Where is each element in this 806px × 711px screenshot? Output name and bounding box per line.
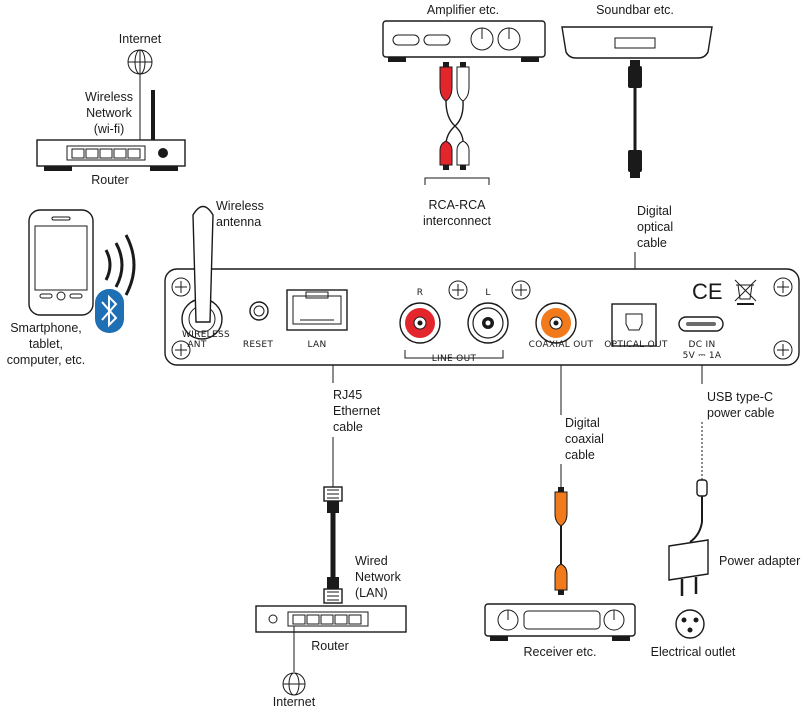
optical-cable bbox=[628, 60, 642, 178]
optical-port bbox=[611, 303, 657, 347]
panel-label-lan: LAN bbox=[307, 340, 326, 350]
rj45-label-line3: cable bbox=[333, 420, 363, 434]
electrical-outlet bbox=[675, 609, 705, 639]
panel-label-dc-in: DC IN bbox=[689, 340, 716, 350]
receiver-label: Receiver etc. bbox=[524, 645, 597, 659]
router-bottom-label: Router bbox=[311, 639, 349, 653]
screw-bottom-right bbox=[773, 340, 793, 360]
bluetooth-icon bbox=[95, 289, 124, 333]
screw-bottom-left bbox=[171, 340, 191, 360]
receiver-device bbox=[484, 603, 636, 641]
rj45-label-line1: RJ45 bbox=[333, 388, 362, 402]
panel-label-reset: RESET bbox=[243, 340, 274, 350]
coaxial-jack bbox=[535, 302, 577, 344]
amplifier-device bbox=[382, 20, 546, 62]
optical-label-line3: cable bbox=[637, 236, 667, 250]
router-top-label: Router bbox=[91, 173, 129, 187]
screw-mid-1 bbox=[448, 280, 468, 300]
optical-label-line2: optical bbox=[637, 220, 673, 234]
smartphone-label-line2: tablet, bbox=[29, 337, 63, 351]
lan-port bbox=[286, 289, 348, 331]
coax-label-line1: Digital bbox=[565, 416, 600, 430]
usb-label-line1: USB type-C bbox=[707, 390, 773, 404]
power-adapter bbox=[668, 539, 709, 596]
wifi-router-top bbox=[36, 90, 186, 171]
wired-label-line1: Wired bbox=[355, 554, 388, 568]
internet-top-label: Internet bbox=[119, 32, 162, 46]
usb-c-power-cable bbox=[689, 479, 708, 543]
panel-label-l: L bbox=[485, 288, 490, 298]
panel-label-coaxial-out: COAXIAL OUT bbox=[529, 340, 594, 350]
power-adapter-label: Power adapter bbox=[719, 554, 800, 568]
panel-label-ant: ANT bbox=[187, 340, 206, 350]
wired-label-line2: Network bbox=[355, 570, 402, 584]
amplifier-label: Amplifier etc. bbox=[427, 3, 499, 17]
coax-label-line3: cable bbox=[565, 448, 595, 462]
globe-icon bbox=[282, 672, 306, 696]
wired-router-bottom bbox=[255, 605, 407, 633]
ethernet-cable bbox=[323, 486, 343, 604]
internet-bottom-label: Internet bbox=[273, 695, 316, 709]
screw-mid-2 bbox=[511, 280, 531, 300]
rca-cable bbox=[424, 62, 490, 185]
panel-label-wireless: WIRELESS bbox=[182, 330, 230, 340]
usb-c-port bbox=[678, 316, 724, 332]
panel-label-optical-out: OPTICAL OUT bbox=[604, 340, 668, 350]
wifi-waves-icon bbox=[104, 234, 136, 296]
panel-label-line-out: LINE OUT bbox=[432, 354, 477, 364]
soundbar-label: Soundbar etc. bbox=[596, 3, 674, 17]
wifi-label-line3: (wi-fi) bbox=[94, 122, 125, 136]
rca-label-line1: RCA-RCA bbox=[429, 198, 487, 212]
wired-label-line3: (LAN) bbox=[355, 586, 388, 600]
rca-label-line2: interconnect bbox=[423, 214, 492, 228]
electrical-outlet-label: Electrical outlet bbox=[651, 645, 736, 659]
wireless-antenna bbox=[181, 205, 223, 340]
smartphone-device bbox=[28, 209, 94, 316]
globe-icon bbox=[127, 49, 153, 75]
coaxial-cable bbox=[554, 487, 568, 595]
screw-top-right bbox=[773, 277, 793, 297]
smartphone-label-line3: computer, etc. bbox=[7, 353, 86, 367]
ce-mark: CE bbox=[692, 279, 723, 304]
rca-jack-left bbox=[467, 302, 509, 344]
soundbar-device bbox=[561, 26, 713, 59]
antenna-label-line1: Wireless bbox=[216, 199, 264, 213]
smartphone-label-line1: Smartphone, bbox=[10, 321, 82, 335]
reset-button bbox=[249, 301, 269, 321]
weee-bin-icon bbox=[734, 279, 757, 305]
optical-label-line1: Digital bbox=[637, 204, 672, 218]
usb-label-line2: power cable bbox=[707, 406, 774, 420]
wifi-label-line1: Wireless bbox=[85, 90, 133, 104]
panel-label-r: R bbox=[417, 288, 424, 298]
wifi-label-line2: Network bbox=[86, 106, 133, 120]
screw-top-left bbox=[171, 277, 191, 297]
rear-panel: CE bbox=[164, 205, 800, 366]
antenna-label-line2: antenna bbox=[216, 215, 261, 229]
panel-label-dc-rating: 5V ⎓ 1A bbox=[683, 351, 722, 361]
coax-label-line2: coaxial bbox=[565, 432, 604, 446]
rca-jack-right bbox=[399, 302, 441, 344]
rj45-label-line2: Ethernet bbox=[333, 404, 381, 418]
